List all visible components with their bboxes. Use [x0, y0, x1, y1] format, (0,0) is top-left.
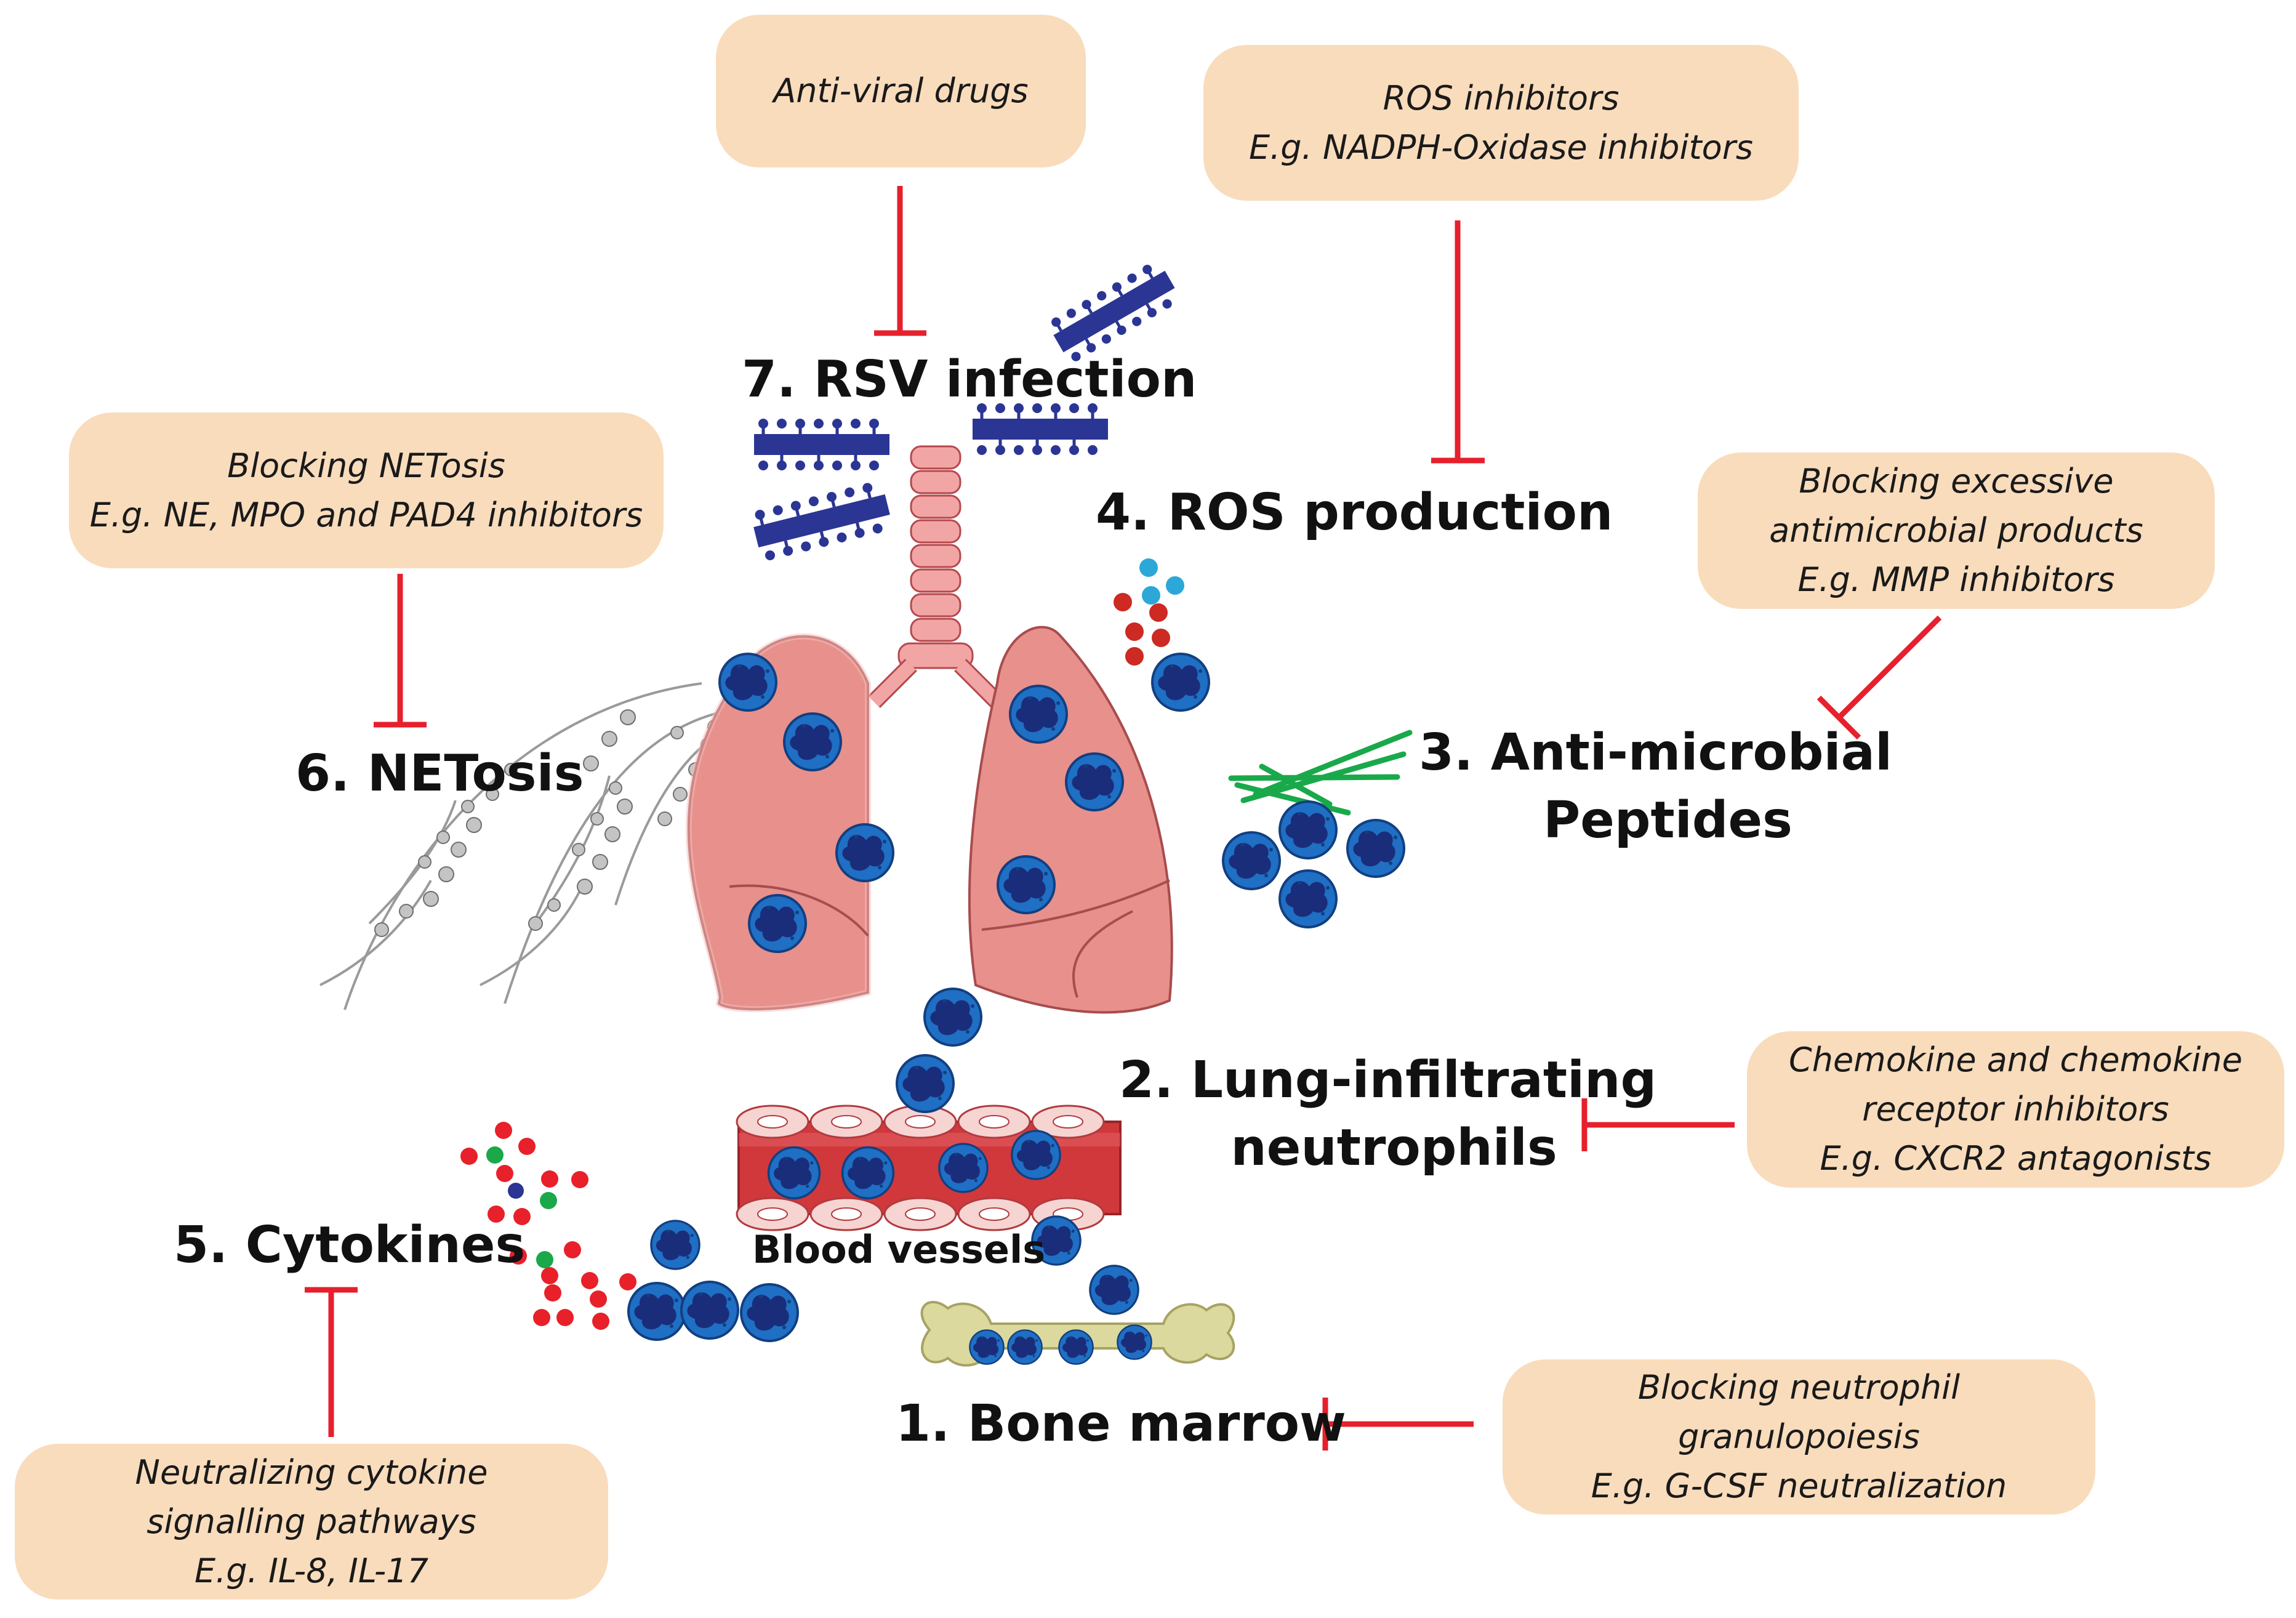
box-line: granulopoiesis [1678, 1417, 1920, 1456]
label-netosis: 6. NETosis [295, 744, 584, 803]
right-lung [968, 626, 1173, 1014]
label-lung-infiltrating-neutrophils: 2. Lung-infiltrating neutrophils [1119, 1047, 1656, 1182]
box-line: antimicrobial products [1769, 511, 2143, 550]
box-line: ROS inhibitors [1383, 78, 1620, 118]
label-cytokines: 5. Cytokines [174, 1216, 526, 1274]
blocking-granulopoiesis-box: Blocking neutrophil granulopoiesis E.g. … [1503, 1359, 2095, 1515]
blocking-antimicrobial-products-box: Blocking excessive antimicrobial product… [1698, 453, 2215, 609]
ros-inhibitors-box: ROS inhibitors E.g. NADPH-Oxidase inhibi… [1203, 45, 1799, 201]
neutralizing-cytokine-box: Neutralizing cytokine signalling pathway… [15, 1444, 608, 1600]
box-line: E.g. NADPH-Oxidase inhibitors [1248, 127, 1754, 167]
label-line: Peptides [1543, 791, 1792, 850]
chemokine-inhibitors-box: Chemokine and chemokine receptor inhibit… [1747, 1031, 2284, 1188]
box-line: E.g. MMP inhibitors [1797, 560, 2115, 599]
label-anti-microbial-peptides: 3. Anti-microbial Peptides [1419, 719, 1892, 855]
ros-molecules [1114, 558, 1184, 666]
box-line: E.g. NE, MPO and PAD4 inhibitors [89, 495, 643, 534]
label-blood-vessels: Blood vessels [752, 1227, 1046, 1272]
box-line: E.g. G-CSF neutralization [1591, 1467, 2007, 1505]
box-line: Anti-viral drugs [773, 71, 1029, 110]
box-line: E.g. CXCR2 antagonists [1820, 1139, 2212, 1178]
box-line: E.g. IL-8, IL-17 [195, 1551, 428, 1590]
label-line: 2. Lung-infiltrating [1119, 1051, 1657, 1109]
label-line: neutrophils [1230, 1119, 1557, 1177]
left-lung [687, 635, 869, 1011]
box-line: Blocking NETosis [227, 446, 505, 485]
box-line: receptor inhibitors [1862, 1090, 2169, 1129]
box-line: Neutralizing cytokine [135, 1452, 488, 1492]
label-line: 3. Anti-microbial [1419, 723, 1893, 782]
box-line: Chemokine and chemokine [1789, 1040, 2242, 1079]
label-rsv-infection: 7. RSV infection [742, 350, 1197, 409]
box-line: Blocking neutrophil [1637, 1368, 1961, 1407]
inhibitor-arrows [305, 186, 1942, 1451]
blocking-netosis-box: Blocking NETosis E.g. NE, MPO and PAD4 i… [69, 413, 664, 568]
trachea [868, 445, 1003, 708]
antimicrobial-peptide-fibers [1228, 730, 1413, 816]
label-ros-production: 4. ROS production [1096, 483, 1613, 542]
box-line: Blocking excessive [1799, 462, 2114, 501]
label-bone-marrow: 1. Bone marrow [896, 1395, 1346, 1453]
cytokine-molecules [460, 1122, 636, 1330]
box-line: signalling pathways [147, 1502, 476, 1541]
antiviral-drugs-box: Anti-viral drugs [716, 15, 1086, 167]
